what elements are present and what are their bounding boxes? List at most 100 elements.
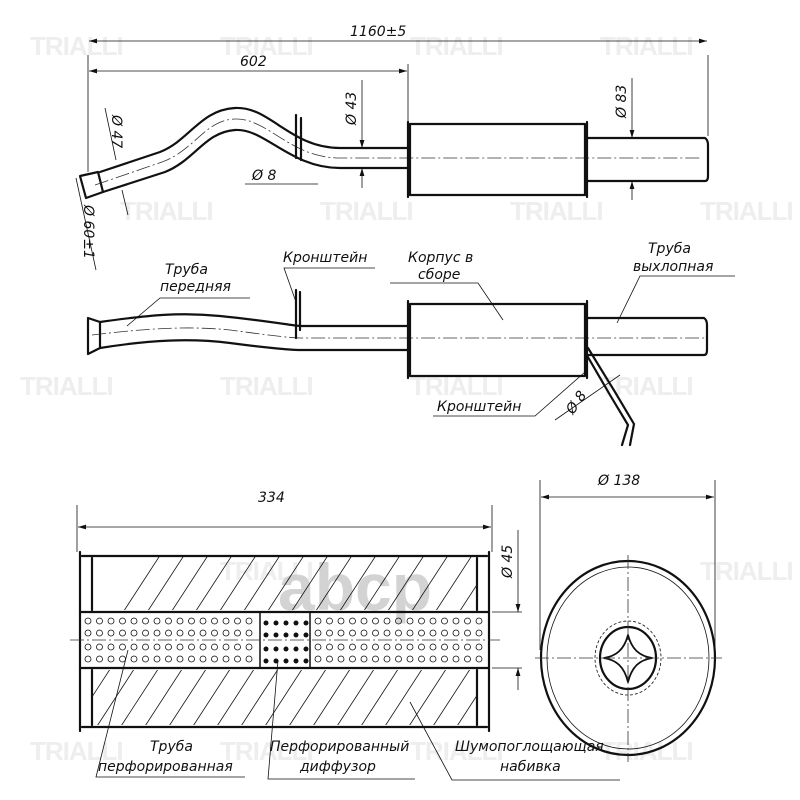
perforation-hole [119, 617, 126, 625]
perforation-hole [452, 629, 460, 637]
perforation-hole [222, 629, 230, 637]
diffuser-hole [263, 658, 269, 664]
perforation-hole [441, 655, 448, 663]
label-bracket-top: Кронштейн [283, 250, 367, 266]
hatch-line [169, 670, 206, 725]
perforation-hole [211, 643, 218, 651]
perforation-hole [222, 643, 230, 651]
hatch-line [313, 670, 350, 725]
trialli-watermark: TRIALLI [20, 371, 113, 401]
trialli-watermark: TRIALLI [120, 196, 213, 226]
perforation-hole [142, 617, 149, 625]
watermarks: TRIALLI TRIALLI TRIALLI TRIALLI TRIALLI TRIAL… [20, 31, 794, 766]
perforation-hole [429, 629, 437, 637]
perforation-hole [464, 617, 471, 625]
perforation-hole [211, 629, 218, 637]
dia-inlet: Ø 47 [108, 114, 124, 148]
perforation-hole [406, 643, 414, 651]
label-front-pipe-1: Труба [165, 262, 208, 278]
diffuser-hole [273, 620, 279, 626]
perforation-hole [165, 617, 172, 625]
diffuser-hole [273, 632, 279, 638]
hatch-line [316, 557, 352, 610]
diffuser-hole [293, 658, 299, 664]
label-perforated-pipe-1: Труба [150, 739, 193, 755]
hatch-line [409, 670, 446, 725]
perforation-hole [153, 643, 161, 651]
perforation-hole [452, 643, 460, 651]
trialli-watermark: TRIALLI [220, 31, 313, 61]
hatch-line [457, 694, 477, 725]
hatch-line [361, 670, 398, 725]
perforation-hole [475, 617, 483, 625]
perforation-hole [349, 617, 356, 625]
perforation-hole [245, 643, 253, 651]
perforation-hole [176, 617, 184, 625]
perforation-hole [314, 655, 322, 663]
perforation-hole [360, 629, 368, 637]
hatch-line [544, 540, 674, 740]
trialli-watermark: TRIALLI [410, 31, 503, 61]
perforation-hole [165, 629, 172, 637]
perforation-hole [372, 617, 379, 625]
hatch-line [544, 540, 674, 740]
perforation-hole [464, 629, 471, 637]
hatch-line [340, 557, 376, 610]
dia-tail: Ø 83 [614, 85, 630, 119]
trialli-watermark: TRIALLI [220, 371, 313, 401]
trialli-watermark: TRIALLI [510, 196, 603, 226]
perforation-hole [234, 629, 241, 637]
perforation-hole [130, 643, 138, 651]
perforation-hole [96, 629, 103, 637]
label-body-2: сборе [418, 267, 460, 283]
perforation-hole [475, 629, 483, 637]
perforation-hole [360, 617, 368, 625]
dia-flange: Ø 60±1 [80, 204, 96, 259]
trialli-watermark: TRIALLI [700, 556, 793, 586]
hatch-line [337, 670, 374, 725]
perforation-hole [441, 629, 448, 637]
perforation-hole [360, 655, 368, 663]
hatch-line [148, 557, 184, 610]
perforation-hole [211, 617, 218, 625]
perforation-hole [337, 655, 345, 663]
dim-length: 334 [258, 490, 285, 506]
diffuser-hole [283, 646, 289, 652]
diffuser-hole [263, 620, 269, 626]
perforation-hole [199, 655, 207, 663]
perforation-hole [119, 629, 126, 637]
perforation-hole [337, 617, 345, 625]
perforation-hole [418, 643, 425, 651]
perforation-hole [222, 655, 230, 663]
perforation-hole [96, 655, 103, 663]
perforation-hole [372, 629, 379, 637]
perforation-hole [326, 629, 333, 637]
perforation-hole [107, 629, 115, 637]
dim-total: 1160±5 [350, 24, 406, 40]
perforation-hole [337, 643, 345, 651]
perforation-hole [383, 643, 391, 651]
perforation-hole [383, 629, 391, 637]
diffuser-hole [303, 646, 309, 652]
hatch-line [196, 557, 232, 610]
hatch-line [412, 557, 448, 610]
perforation-hole [326, 655, 333, 663]
perforation-hole [234, 655, 241, 663]
hatch-line [388, 557, 424, 610]
perforation-hole [395, 617, 402, 625]
perforation-hole [107, 655, 115, 663]
trialli-watermark: TRIALLI [600, 736, 693, 766]
dim-to-body: 602 [240, 54, 267, 70]
perforation-hole [199, 643, 207, 651]
diffuser-hole [283, 620, 289, 626]
perforation-hole [176, 643, 184, 651]
perforation-hole [176, 629, 184, 637]
perforation-hole [406, 655, 414, 663]
hatch-line [121, 670, 158, 725]
perforation-hole [96, 643, 103, 651]
hatch-line [145, 670, 182, 725]
label-body-1: Корпус в [408, 250, 473, 266]
dia-inner: Ø 45 [500, 545, 516, 579]
perforation-hole [418, 617, 425, 625]
